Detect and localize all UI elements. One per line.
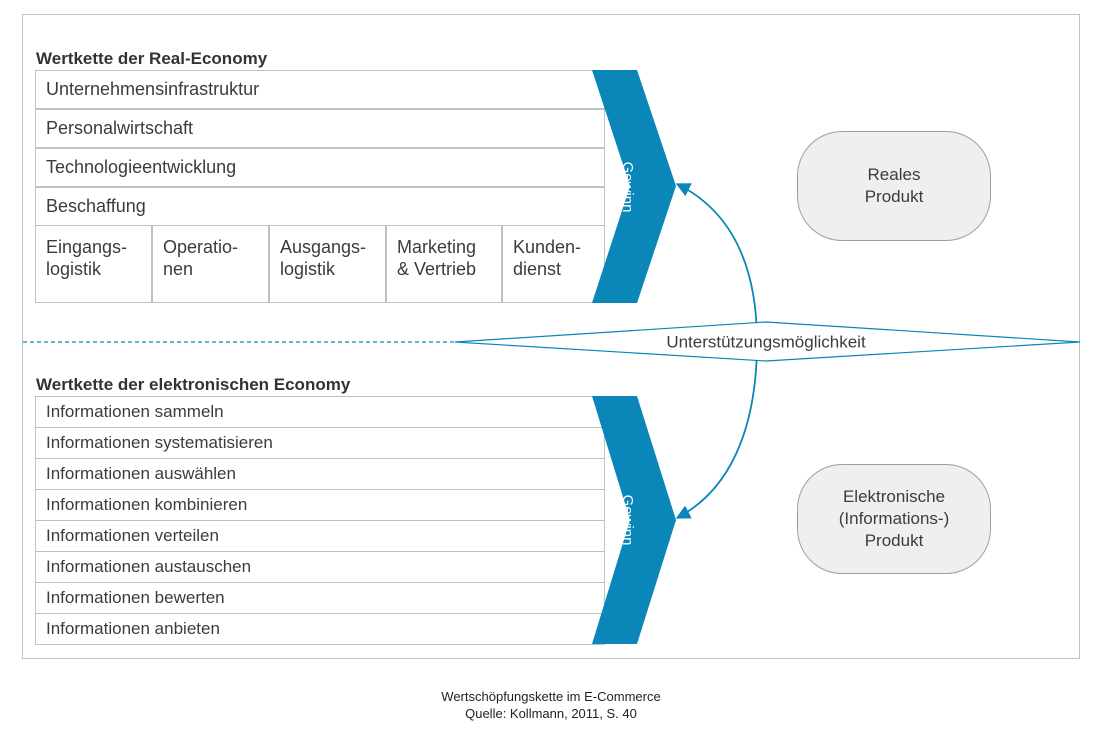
support-diamond [454, 321, 1081, 362]
electronic-product-line3: Produkt [864, 531, 924, 550]
electronic-gewinn-chevron [592, 396, 676, 644]
electronic-product-line2: (Informations-) [838, 509, 950, 528]
primary-activity-4-line2: & Vertrieb [397, 259, 477, 279]
real-economy-title: Wertkette der Real-Economy [36, 49, 268, 68]
primary-activity-1-line2: logistik [46, 259, 102, 279]
support-activity-1: Unternehmensinfrastruktur [35, 70, 605, 109]
electronic-activity-8: Informationen anbieten [35, 613, 605, 645]
support-activity-3: Technologieentwicklung [35, 148, 605, 187]
primary-activity-3-line2: logistik [280, 259, 336, 279]
real-product-line2: Produkt [864, 187, 924, 206]
primary-activity-5-line1: Kunden- [513, 237, 582, 257]
primary-activity-2: Operatio- nen [152, 225, 269, 303]
electronic-economy-title: Wertkette der elektronischen Economy [36, 375, 351, 394]
real-product-box: Reales Produkt [797, 131, 991, 241]
primary-activity-5-line2: dienst [513, 259, 562, 279]
primary-activity-2-line2: nen [163, 259, 194, 279]
primary-activity-1: Eingangs- logistik [35, 225, 152, 303]
electronic-activity-1: Informationen sammeln [35, 396, 605, 428]
primary-activity-3-line1: Ausgangs- [280, 237, 367, 257]
diagram-frame [22, 14, 1080, 659]
primary-activity-1-line1: Eingangs- [46, 237, 128, 257]
real-product-line1: Reales [867, 165, 921, 184]
electronic-activity-6: Informationen austauschen [35, 551, 605, 583]
primary-activity-4-line1: Marketing [397, 237, 477, 257]
electronic-product-line1: Elektronische [842, 487, 946, 506]
real-gewinn-label: Gewinn [619, 162, 636, 213]
real-gewinn-chevron [592, 70, 676, 303]
primary-activity-5: Kunden- dienst [502, 225, 605, 303]
electronic-gewinn-label: Gewinn [619, 495, 636, 546]
support-activity-2: Personalwirtschaft [35, 109, 605, 148]
primary-activity-3: Ausgangs- logistik [269, 225, 386, 303]
primary-activity-4: Marketing & Vertrieb [386, 225, 502, 303]
caption-title: Wertschöpfungskette im E-Commerce [441, 689, 661, 704]
support-diamond-label: Unterstützungsmöglichkeit [666, 332, 866, 351]
primary-activity-2-line1: Operatio- [163, 237, 239, 257]
caption-source: Quelle: Kollmann, 2011, S. 40 [465, 706, 637, 721]
electronic-product-box: Elektronische (Informations-) Produkt [797, 464, 991, 574]
electronic-activity-7: Informationen bewerten [35, 582, 605, 614]
